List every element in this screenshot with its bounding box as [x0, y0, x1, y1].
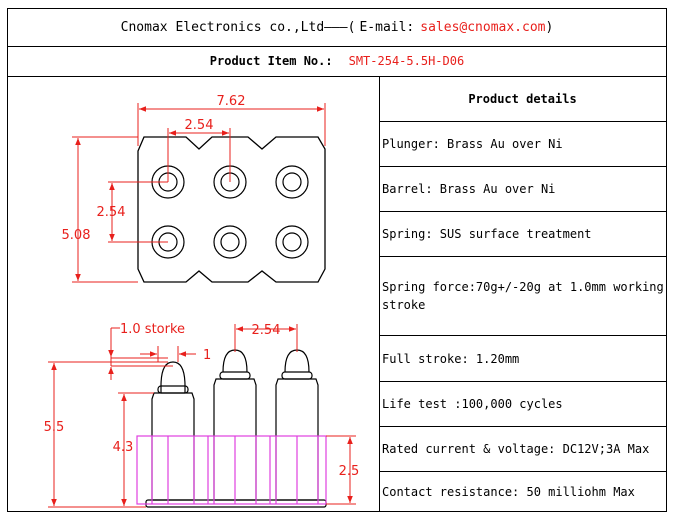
dim-housing-height: 2.5	[339, 464, 360, 479]
detail-plunger: Plunger: Brass Au over Ni	[379, 122, 666, 167]
detail-life-test: Life test :100,000 cycles	[379, 382, 666, 427]
header-row: Cnomax Electronics co.,Ltd ———( E-mail: …	[8, 9, 666, 47]
datasheet: Cnomax Electronics co.,Ltd ———( E-mail: …	[7, 8, 667, 512]
drawing-pane: 7.62 2.54 2.54 5.08	[8, 76, 380, 511]
dim-pitch-top: 2.54	[185, 118, 214, 133]
side-pins	[145, 349, 327, 508]
header-dash: ———(	[324, 20, 356, 35]
side-view: 1.0 storke 1 2.54 5.5 4.3 2.5	[44, 322, 360, 508]
detail-barrel: Barrel: Brass Au over Ni	[379, 167, 666, 212]
dim-stroke-value: 1	[203, 348, 211, 363]
detail-contact-resistance: Contact resistance: 50 milliohm Max	[382, 484, 635, 499]
detail-spring-force: Spring force:70g+/-20g at 1.0mm working …	[379, 257, 666, 336]
top-housing-outline	[137, 136, 326, 283]
details-table: Product details Plunger: Brass Au over N…	[379, 76, 666, 511]
product-label: Product Item No.:	[209, 54, 333, 68]
side-housing	[136, 435, 327, 505]
product-row: Product Item No.: SMT-254-5.5H-D06	[8, 46, 666, 77]
technical-drawing: 7.62 2.54 2.54 5.08	[44, 94, 360, 508]
pin-hole	[275, 225, 309, 259]
details-title: Product details	[379, 76, 666, 122]
detail-rated-current: Rated current & voltage: DC12V;3A Max	[379, 427, 666, 472]
dim-barrel-height: 4.3	[113, 440, 134, 455]
company-name: Cnomax Electronics co.,Ltd	[120, 20, 325, 35]
top-view: 7.62 2.54 2.54 5.08	[62, 94, 326, 283]
dim-top-width: 7.62	[217, 94, 246, 109]
dim-height-top: 5.08	[62, 228, 91, 243]
detail-full-stroke: Full stroke: 1.20mm	[379, 336, 666, 382]
dim-row-pitch: 2.54	[97, 205, 126, 220]
email-link[interactable]: sales@cnomax.com	[420, 20, 546, 35]
pin-hole	[213, 225, 247, 259]
header-close: )	[545, 20, 554, 35]
dim-total-height: 5.5	[44, 420, 65, 435]
dim-stroke-label: 1.0 storke	[120, 322, 185, 337]
product-number: SMT-254-5.5H-D06	[348, 54, 465, 68]
email-label: E-mail:	[359, 20, 415, 35]
pin-hole	[275, 165, 309, 199]
dim-pitch-side: 2.54	[252, 323, 281, 338]
detail-spring: Spring: SUS surface treatment	[379, 212, 666, 257]
top-pin-holes	[151, 165, 309, 259]
